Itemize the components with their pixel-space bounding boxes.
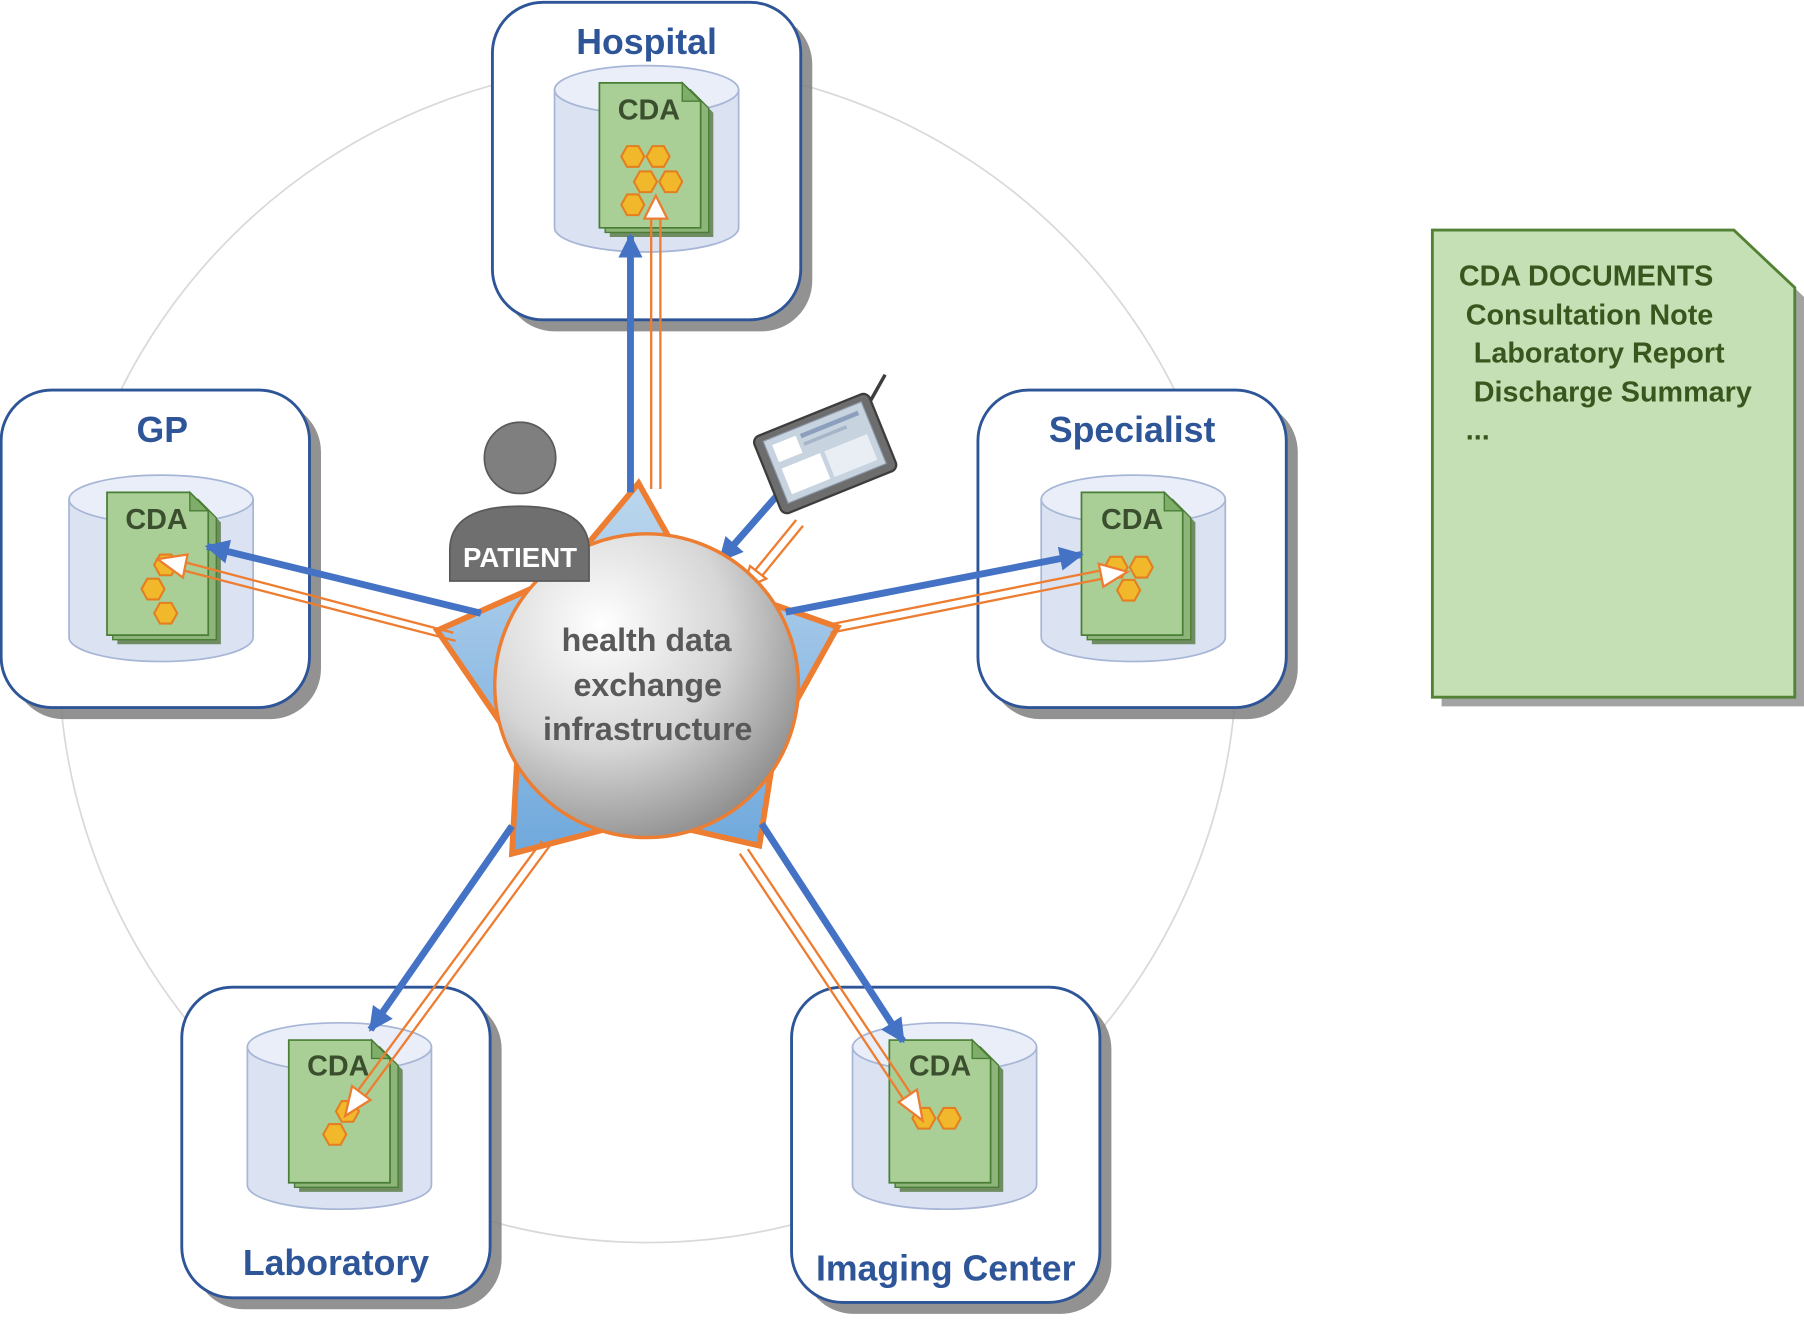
node-title-gp: GP bbox=[136, 410, 188, 450]
hub-sphere bbox=[492, 532, 801, 840]
node-title-imaging-center: Imaging Center bbox=[816, 1249, 1076, 1289]
cda-label-hospital: CDA bbox=[618, 95, 680, 127]
orange-arrow-imaging-center bbox=[738, 848, 925, 1124]
blue-arrow-tablet bbox=[717, 492, 781, 563]
cda-label-gp: CDA bbox=[125, 504, 187, 536]
note-title: CDA DOCUMENTS bbox=[1459, 260, 1713, 292]
note-item-4: ... bbox=[1466, 414, 1490, 446]
blue-arrow-laboratory bbox=[367, 824, 515, 1032]
blue-arrow-specialist bbox=[785, 546, 1084, 616]
hub-label: health data exchange infrastructure bbox=[543, 622, 752, 747]
database-specialist: CDA bbox=[1040, 474, 1227, 663]
note-item-2: Laboratory Report bbox=[1474, 337, 1725, 369]
data-flow-arrows bbox=[154, 193, 1131, 1124]
database-hospital: CDA bbox=[553, 64, 740, 253]
note-item-1: Consultation Note bbox=[1466, 299, 1714, 331]
database-gp: CDA bbox=[68, 474, 254, 663]
node-title-hospital: Hospital bbox=[576, 22, 717, 62]
patient-head-icon bbox=[483, 421, 557, 495]
database-laboratory: CDA bbox=[246, 1021, 433, 1211]
cda-document-gp: CDA bbox=[106, 490, 221, 645]
hub-label-line-3: infrastructure bbox=[543, 711, 752, 747]
cda-document-hospital: CDA bbox=[598, 81, 714, 238]
orange-arrow-gp bbox=[154, 553, 456, 642]
orange-arrow-hospital bbox=[642, 193, 670, 489]
orange-arrow-specialist bbox=[828, 562, 1131, 634]
cda-label-specialist: CDA bbox=[1101, 504, 1163, 536]
cda-document-specialist: CDA bbox=[1080, 490, 1196, 645]
blue-arrow-gp bbox=[204, 539, 482, 617]
tablet-icon bbox=[752, 373, 898, 515]
cda-documents-note: CDA DOCUMENTS Consultation Note Laborato… bbox=[1430, 228, 1804, 707]
node-title-laboratory: Laboratory bbox=[243, 1243, 429, 1283]
database-imaging-center: CDA bbox=[851, 1021, 1038, 1211]
cda-label-laboratory: CDA bbox=[307, 1051, 369, 1083]
hub-label-line-1: health data bbox=[562, 622, 733, 658]
patient-body-icon bbox=[448, 505, 590, 582]
hub-label-line-2: exchange bbox=[573, 667, 722, 703]
node-title-specialist: Specialist bbox=[1049, 410, 1216, 450]
note-item-3: Discharge Summary bbox=[1474, 377, 1752, 409]
orange-arrow-laboratory bbox=[343, 840, 551, 1119]
cda-document-imaging-center: CDA bbox=[888, 1038, 1004, 1192]
cda-label-imaging-center: CDA bbox=[909, 1051, 971, 1083]
cda-document-laboratory: CDA bbox=[287, 1038, 403, 1192]
blue-arrow-imaging-center bbox=[758, 821, 907, 1044]
patient-label: PATIENT bbox=[463, 542, 577, 573]
hexagon-cluster-hospital bbox=[620, 145, 684, 217]
patient-figure: PATIENT bbox=[448, 421, 590, 582]
